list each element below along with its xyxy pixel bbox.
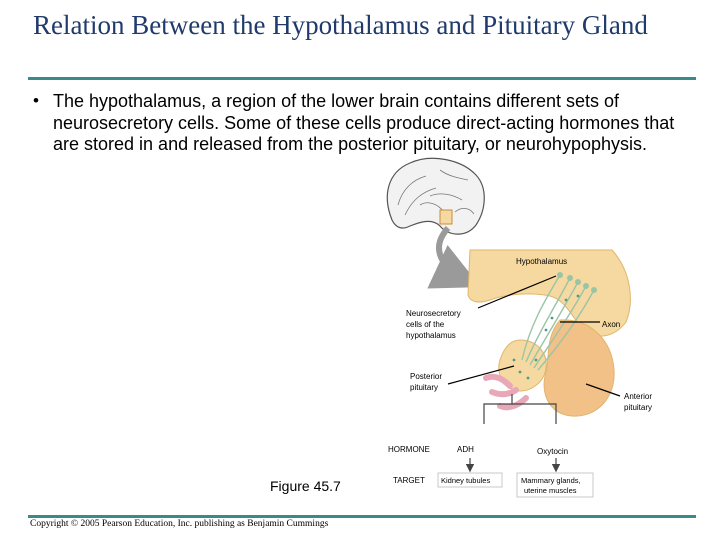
footer-rule bbox=[28, 515, 696, 518]
brain-illustration bbox=[386, 157, 485, 235]
bullet-marker: • bbox=[33, 91, 39, 110]
hormone-flow-arrows bbox=[465, 394, 561, 473]
anterior-pointer bbox=[585, 383, 621, 397]
label-hormone: HORMONE bbox=[388, 445, 430, 454]
neurosecretory-pointer bbox=[477, 275, 557, 309]
target-kidney-box bbox=[437, 472, 503, 488]
posterior-pointer bbox=[447, 365, 515, 385]
hypothalamus-highlight-box bbox=[439, 209, 453, 225]
slide-title: Relation Between the Hypothalamus and Pi… bbox=[33, 10, 648, 40]
copyright-notice: Copyright © 2005 Pearson Education, Inc.… bbox=[30, 519, 329, 529]
label-anterior-2: pituitary bbox=[624, 403, 652, 412]
label-kidney: Kidney tubules bbox=[441, 476, 490, 485]
anterior-pituitary-shape bbox=[543, 319, 615, 417]
label-neurosecretory-3: hypothalamus bbox=[406, 331, 456, 340]
bullet-text: The hypothalamus, a region of the lower … bbox=[53, 91, 675, 154]
label-posterior-2: pituitary bbox=[410, 383, 438, 392]
hormone-granules bbox=[512, 294, 580, 380]
label-neurosecretory-2: cells of the bbox=[406, 320, 445, 329]
label-adh: ADH bbox=[457, 445, 474, 454]
label-mammary-1: Mammary glands, bbox=[521, 476, 581, 485]
label-target: TARGET bbox=[393, 476, 425, 485]
blood-vessels bbox=[483, 373, 529, 411]
label-oxytocin: Oxytocin bbox=[537, 447, 568, 456]
label-mammary-2: uterine muscles bbox=[524, 486, 577, 495]
label-hypothalamus: Hypothalamus bbox=[516, 257, 567, 266]
figure-caption: Figure 45.7 bbox=[270, 478, 341, 494]
neuron-axons bbox=[521, 274, 595, 371]
title-underline bbox=[28, 77, 696, 80]
target-mammary-box bbox=[516, 472, 594, 498]
label-anterior-1: Anterior bbox=[624, 392, 652, 401]
label-axon: Axon bbox=[602, 320, 620, 329]
label-neurosecretory-1: Neurosecretory bbox=[406, 309, 461, 318]
label-posterior-1: Posterior bbox=[410, 372, 442, 381]
zoom-arrow bbox=[427, 225, 481, 289]
neuron-cell-bodies bbox=[557, 272, 597, 293]
